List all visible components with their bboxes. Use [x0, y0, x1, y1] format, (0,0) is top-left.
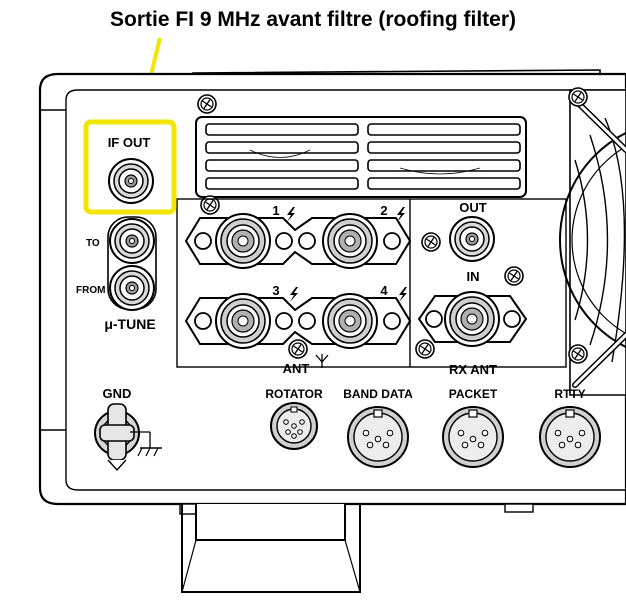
ant2-label: 2 [380, 203, 387, 218]
gnd-terminal[interactable] [94, 403, 140, 472]
from-label: FROM [76, 285, 105, 296]
packet-label: PACKET [449, 387, 498, 401]
rtty-label: RTTY [554, 387, 585, 401]
to-label: TO [86, 238, 100, 249]
vent-grille [195, 116, 527, 198]
ant4-connector[interactable] [322, 293, 378, 349]
if-out-label: IF OUT [108, 135, 151, 150]
rx-in-label: IN [467, 269, 480, 284]
rotator-connector[interactable] [270, 402, 318, 450]
ground-symbol-icon [130, 431, 162, 457]
rotator-label: ROTATOR [265, 387, 323, 401]
if-out-highlight [83, 119, 177, 215]
ant1-connector[interactable] [215, 213, 271, 269]
ant3-connector[interactable] [215, 293, 271, 349]
ant3-label: 3 [272, 283, 279, 298]
band-data-connector[interactable] [347, 406, 409, 468]
rtty-connector[interactable] [539, 406, 601, 468]
ant-label: ANT [283, 361, 310, 376]
caption-text: Sortie FI 9 MHz avant filtre (roofing fi… [109, 8, 517, 31]
packet-connector[interactable] [442, 406, 504, 468]
ant4-label: 4 [380, 283, 388, 298]
antenna-symbol-icon [315, 354, 329, 368]
rx-ant-out-connector[interactable] [449, 216, 495, 262]
mu-tune-to-connector[interactable] [109, 218, 155, 264]
mu-tune-from-connector[interactable] [109, 265, 155, 311]
if-out-connector[interactable] [108, 158, 154, 204]
ant1-label: 1 [272, 203, 279, 218]
band-data-label: BAND DATA [343, 387, 413, 401]
ant2-connector[interactable] [322, 213, 378, 269]
cooling-fan [559, 89, 626, 396]
gnd-label: GND [103, 386, 132, 401]
bottom-stand [181, 504, 361, 593]
antenna-section-box [176, 198, 567, 368]
rx-ant-in-connector[interactable] [444, 291, 500, 347]
mu-tune-label: μ-TUNE [104, 316, 155, 332]
rx-ant-label: RX ANT [449, 362, 497, 377]
rx-out-label: OUT [459, 200, 487, 215]
